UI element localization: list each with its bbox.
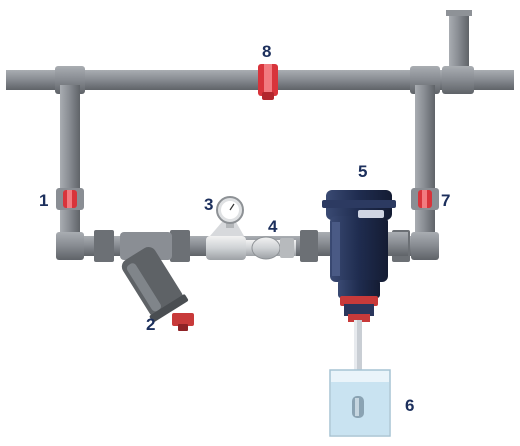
flow-meter-icon [246,236,296,260]
vertical-riser-pipe [446,10,472,82]
y-filter-icon [120,232,194,331]
callout-1: 1 [39,191,48,210]
right-bypass-pipe [415,85,435,255]
callout-5: 5 [358,162,367,181]
ball-valve-icon [56,188,84,210]
callout-7: 7 [441,191,450,210]
ball-valve-icon [411,188,439,210]
dosing-pump-icon [318,190,408,322]
pressure-gauge-icon [206,196,246,260]
callout-3: 3 [204,195,213,214]
callout-4: 4 [268,217,278,236]
left-bypass-pipe [60,85,80,255]
suction-tube [354,320,362,400]
callout-2: 2 [146,315,155,334]
ball-valve-icon [258,64,278,100]
callout-6: 6 [405,396,414,415]
callout-8: 8 [262,42,271,61]
solution-tank-icon [329,369,391,437]
